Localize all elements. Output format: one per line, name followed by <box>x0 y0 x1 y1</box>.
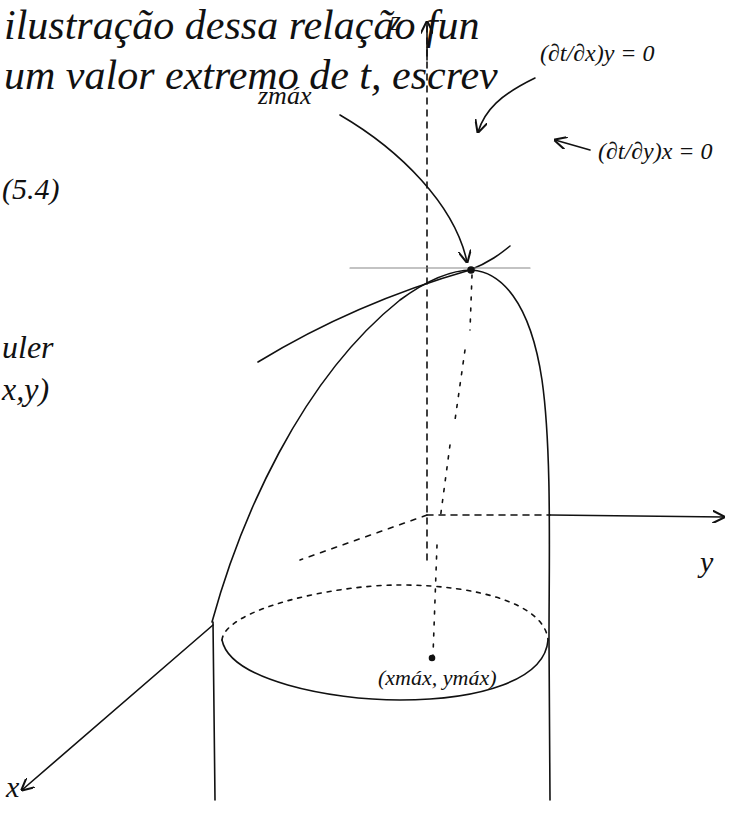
heading-line: um valor extremo de t, escrev <box>4 52 498 98</box>
zmax-leader <box>340 115 467 262</box>
apex-point <box>468 267 474 273</box>
y-axis <box>550 515 724 517</box>
base-point <box>430 656 435 661</box>
partial-derivative: (∂t/∂x)y = 0 <box>540 40 655 66</box>
x-axis <box>22 625 213 790</box>
tangent-y <box>350 267 530 268</box>
axis-label: x <box>6 770 19 803</box>
paraboloid-outline <box>212 270 550 800</box>
apex-projection <box>433 275 472 655</box>
heading-line: ilustração dessa relação fun <box>4 2 480 48</box>
base-ellipse-front <box>222 640 548 700</box>
tangent-x <box>258 246 510 362</box>
partial-derivative: (∂t/∂y)x = 0 <box>598 138 713 164</box>
text-fragment: x,y) <box>2 372 49 407</box>
y-axis-hidden <box>427 514 550 516</box>
axis-label: z <box>390 6 401 37</box>
dtdy-leader <box>555 140 590 150</box>
base-ellipse-back <box>222 585 548 640</box>
point-label: (xmáx, ymáx) <box>378 666 497 690</box>
equation-number: (5.4) <box>2 172 59 205</box>
text-fragment: uler <box>2 330 54 365</box>
paraboloid-outline-left <box>213 622 215 800</box>
axis-label: y <box>700 545 713 578</box>
x-axis-hidden <box>300 515 427 560</box>
max-label: zmáx <box>258 82 311 111</box>
z-axis <box>426 22 428 560</box>
